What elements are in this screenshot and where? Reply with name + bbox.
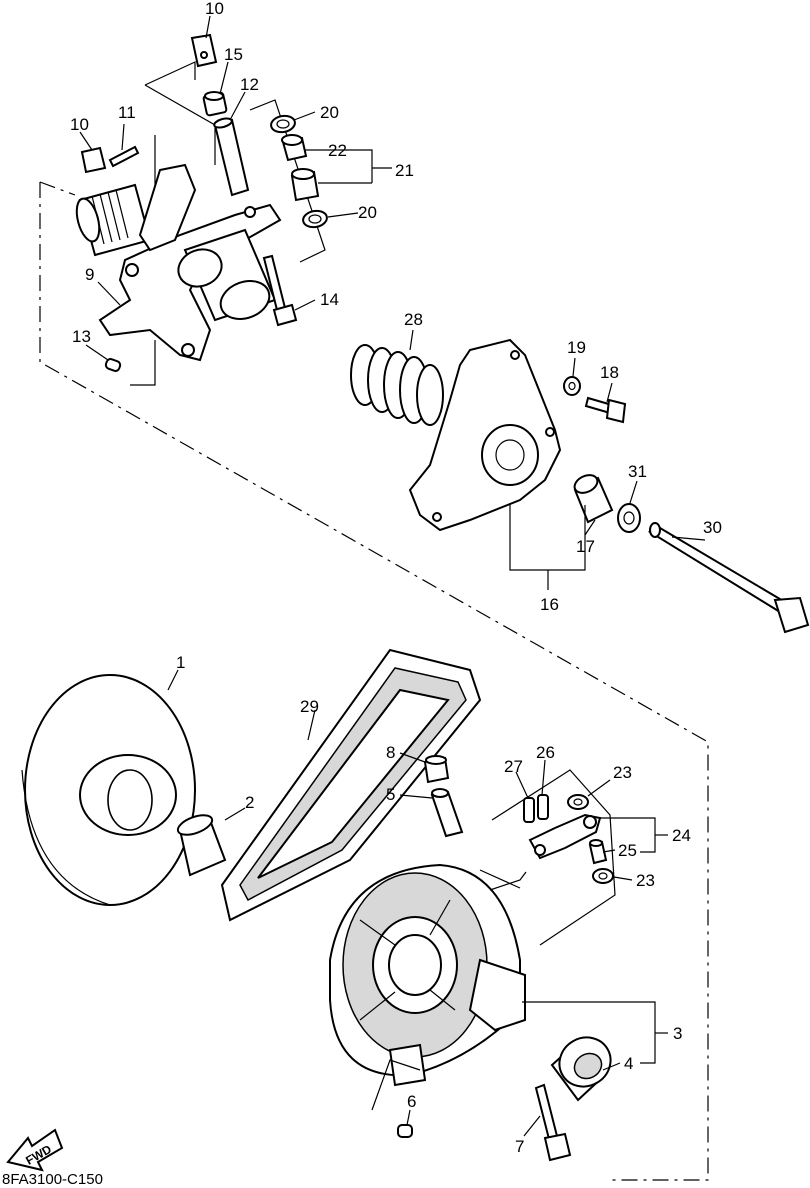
part-10-weight-upper — [190, 33, 218, 68]
part-12-shaft — [213, 117, 250, 197]
label-20a: 20 — [320, 103, 339, 122]
part-31-washer — [617, 503, 641, 533]
part-4-bushing — [550, 1036, 612, 1102]
part-23-washer-upper — [567, 794, 589, 810]
part-25-bushing — [588, 839, 608, 865]
label-13: 13 — [72, 327, 91, 346]
label-18: 18 — [600, 363, 619, 382]
label-31: 31 — [628, 462, 647, 481]
fixed-sheave-hub — [75, 163, 282, 362]
part-10-weight-left — [80, 146, 107, 174]
label-9: 9 — [85, 265, 94, 284]
label-4: 4 — [624, 1054, 633, 1073]
part-24-arm — [528, 813, 602, 860]
label-14: 14 — [320, 290, 339, 309]
label-21: 21 — [395, 161, 414, 180]
part-8-nut — [423, 755, 450, 784]
part-20-washer-lower — [302, 209, 328, 229]
label-26: 26 — [536, 743, 555, 762]
label-28: 28 — [404, 310, 423, 329]
part-27-pin — [523, 797, 535, 823]
label-17: 17 — [576, 537, 595, 556]
part-2-bushing — [176, 814, 227, 877]
label-5: 5 — [386, 785, 395, 804]
part-19-washer — [563, 376, 581, 396]
part-16-cover — [408, 338, 562, 532]
label-2: 2 — [245, 793, 254, 812]
label-10b: 10 — [70, 115, 89, 134]
fwd-arrow-icon: FWD — [6, 1128, 64, 1172]
part-20-washer-upper — [270, 114, 296, 134]
part-13-plug — [104, 358, 122, 372]
inset-outline — [489, 769, 616, 946]
part-30-bolt — [647, 522, 810, 634]
label-16: 16 — [540, 595, 559, 614]
label-6: 6 — [407, 1092, 416, 1111]
label-3: 3 — [673, 1024, 682, 1043]
label-11: 11 — [118, 103, 136, 122]
label-20b: 20 — [358, 203, 377, 222]
part-18-bolt — [584, 396, 627, 424]
part-26-pin — [537, 794, 549, 820]
part-17-bushing — [573, 474, 614, 524]
leader-lines — [79, 15, 706, 1137]
part-5-collar — [430, 788, 464, 838]
label-25: 25 — [618, 841, 637, 860]
part-7-bolt — [534, 1083, 572, 1162]
label-8: 8 — [386, 743, 395, 762]
label-24: 24 — [672, 826, 691, 845]
label-27: 27 — [504, 757, 523, 776]
label-22: 22 — [328, 141, 347, 160]
part-14-bolt — [262, 254, 298, 327]
label-23b: 23 — [636, 871, 655, 890]
part-28-spring — [350, 344, 444, 426]
diagram-code: 8FA3100-C150 — [2, 1171, 103, 1188]
label-19: 19 — [567, 338, 586, 357]
part-29-belt — [220, 648, 482, 922]
part-22-bushing-a — [281, 134, 308, 162]
part-1-sheave — [21, 674, 196, 906]
part-labels: 10 15 12 11 10 20 22 21 20 14 9 13 28 19… — [70, 0, 722, 1156]
part-6-plug — [397, 1124, 413, 1138]
label-15: 15 — [224, 45, 243, 64]
movable-sheave — [329, 863, 526, 1087]
label-12: 12 — [240, 75, 259, 94]
label-10a: 10 — [205, 0, 224, 18]
label-30: 30 — [703, 518, 722, 537]
part-23-washer-lower — [592, 868, 614, 884]
label-29: 29 — [300, 697, 319, 716]
part-15-nut — [202, 91, 228, 117]
label-23a: 23 — [613, 763, 632, 782]
part-11-pin — [108, 145, 140, 168]
part-22-bushing-b — [290, 168, 320, 202]
label-1: 1 — [176, 653, 185, 672]
label-7: 7 — [515, 1137, 524, 1156]
